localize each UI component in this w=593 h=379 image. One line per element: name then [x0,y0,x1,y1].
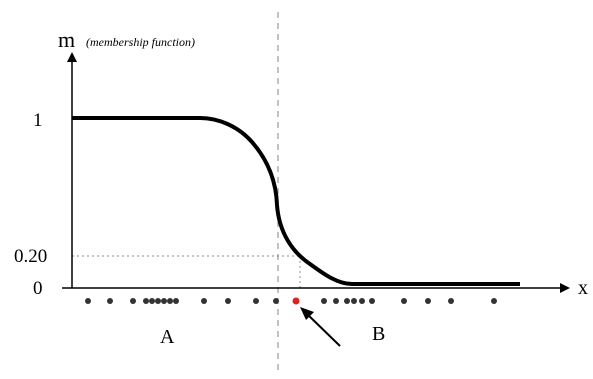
group-label-b: B [372,323,385,345]
data-points [85,297,497,305]
data-point [401,298,407,304]
data-point [359,298,365,304]
arrow-icon [300,307,341,347]
y-axis-note: (membership function) [86,35,195,49]
membership-curve [72,116,520,286]
data-point [344,298,350,304]
data-point [333,298,339,304]
data-point [107,298,113,304]
y-axis-label: m [58,27,75,52]
data-point [161,298,167,304]
data-point [143,298,149,304]
tick-label-one: 1 [33,110,43,131]
data-point [351,298,357,304]
data-point [167,298,173,304]
tick-label-point-twenty: 0.20 [14,246,47,267]
data-point [448,298,454,304]
data-point [155,298,161,304]
data-point [491,298,497,304]
x-axis-label: x [578,277,588,299]
data-point [130,298,136,304]
data-point [253,298,259,304]
data-point [425,298,431,304]
data-point [201,298,207,304]
data-point [173,298,179,304]
group-label-a: A [160,326,175,348]
data-point [273,298,279,304]
data-point [149,298,155,304]
data-point [225,298,231,304]
data-point [321,298,327,304]
data-point [369,298,375,304]
highlighted-data-point [292,297,300,305]
tick-label-zero: 0 [33,278,43,299]
data-point [85,298,91,304]
